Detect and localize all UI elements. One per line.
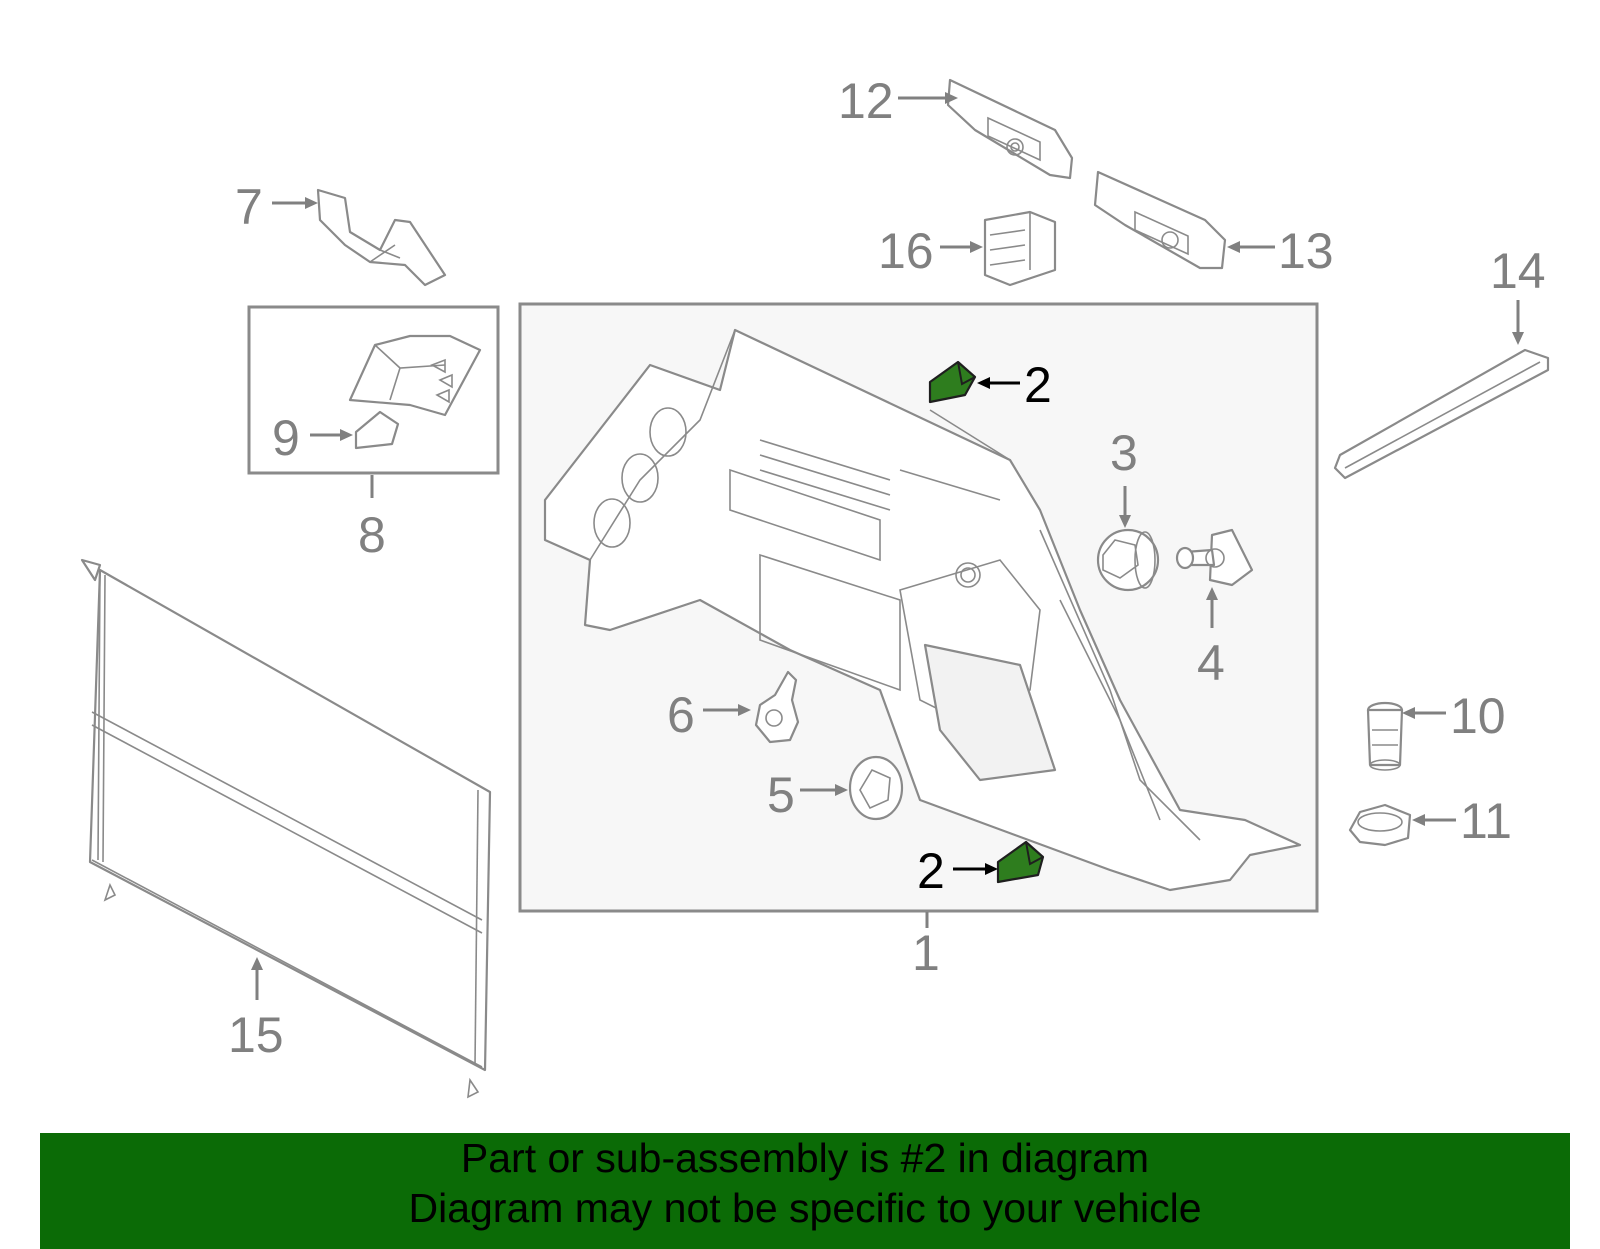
callout-16: 16 bbox=[878, 223, 934, 279]
callout-8: 8 bbox=[358, 507, 386, 563]
quarter-trim-panel-part-1 bbox=[543, 328, 1302, 892]
callout-11: 11 bbox=[1460, 793, 1512, 849]
callout-10: 10 bbox=[1450, 688, 1506, 744]
callout-5: 5 bbox=[767, 767, 795, 823]
part-2-clip-top bbox=[928, 360, 977, 404]
info-banner: Part or sub-assembly is #2 in diagram Di… bbox=[40, 1133, 1570, 1249]
cargo-cover-part-15 bbox=[80, 558, 492, 1099]
callout-2-bottom: 2 bbox=[917, 843, 945, 899]
switch-panel-part-12 bbox=[946, 78, 1074, 180]
part-2-clip-bottom bbox=[996, 840, 1045, 884]
grommet-part-3 bbox=[1096, 528, 1160, 592]
nut-part-10 bbox=[1366, 701, 1404, 771]
callout-6: 6 bbox=[667, 687, 695, 743]
plug-part-5 bbox=[848, 755, 904, 821]
callout-12: 12 bbox=[838, 73, 894, 129]
callout-7: 7 bbox=[235, 179, 263, 235]
callout-4: 4 bbox=[1197, 635, 1225, 691]
switch-panel-part-13 bbox=[1093, 170, 1227, 270]
callout-9: 9 bbox=[272, 410, 300, 466]
callout-13: 13 bbox=[1278, 223, 1334, 279]
callout-14: 14 bbox=[1490, 243, 1546, 299]
callout-15: 15 bbox=[228, 1007, 284, 1063]
callout-3: 3 bbox=[1110, 425, 1138, 481]
banner-line-disclaimer: Diagram may not be specific to your vehi… bbox=[408, 1185, 1202, 1231]
rail-part-14 bbox=[1333, 348, 1550, 480]
leader-lines bbox=[251, 92, 1524, 1000]
push-pin-part-4 bbox=[1175, 528, 1254, 587]
callout-2-top: 2 bbox=[1024, 357, 1052, 413]
trim-piece-part-8 bbox=[348, 334, 482, 417]
connector-part-16 bbox=[983, 210, 1057, 287]
banner-line-part-number: Part or sub-assembly is #2 in diagram bbox=[460, 1135, 1150, 1181]
clip-part-9 bbox=[354, 410, 400, 450]
bracket-part-7 bbox=[316, 188, 447, 287]
retainer-part-6 bbox=[754, 670, 800, 744]
cap-part-11 bbox=[1348, 803, 1412, 847]
callout-1: 1 bbox=[912, 925, 940, 981]
